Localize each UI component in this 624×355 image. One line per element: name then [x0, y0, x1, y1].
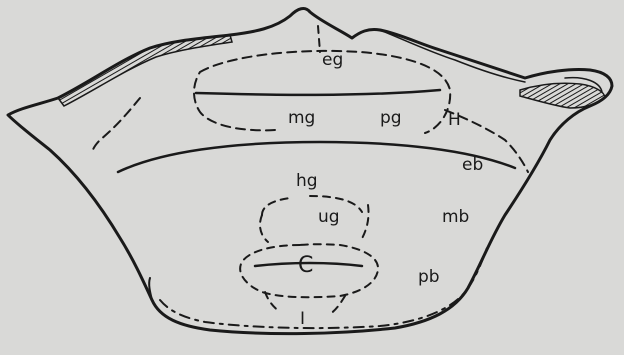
label-pb: pb: [418, 267, 440, 287]
label-I: I: [300, 309, 305, 329]
label-C: C: [298, 253, 313, 278]
label-eb: eb: [462, 155, 483, 175]
label-pg: pg: [380, 108, 402, 128]
label-mg: mg: [288, 108, 315, 128]
median-glabellar-furrow: [196, 90, 440, 95]
hypostome-side-left: [260, 215, 268, 242]
left-cheek-suture: [92, 98, 140, 154]
lower-lip-right: [330, 296, 345, 314]
label-hg: hg: [296, 171, 318, 191]
label-H: H: [448, 110, 461, 130]
label-mb: mb: [442, 207, 469, 227]
label-eg: eg: [322, 50, 343, 70]
label-ug: ug: [318, 207, 340, 227]
eye-band-furrow: [118, 142, 515, 172]
left-rim-hatching: [58, 35, 232, 106]
right-rim-hatching: [520, 83, 605, 108]
eye-groove: [318, 26, 320, 52]
hypostome-outline: [240, 196, 378, 297]
